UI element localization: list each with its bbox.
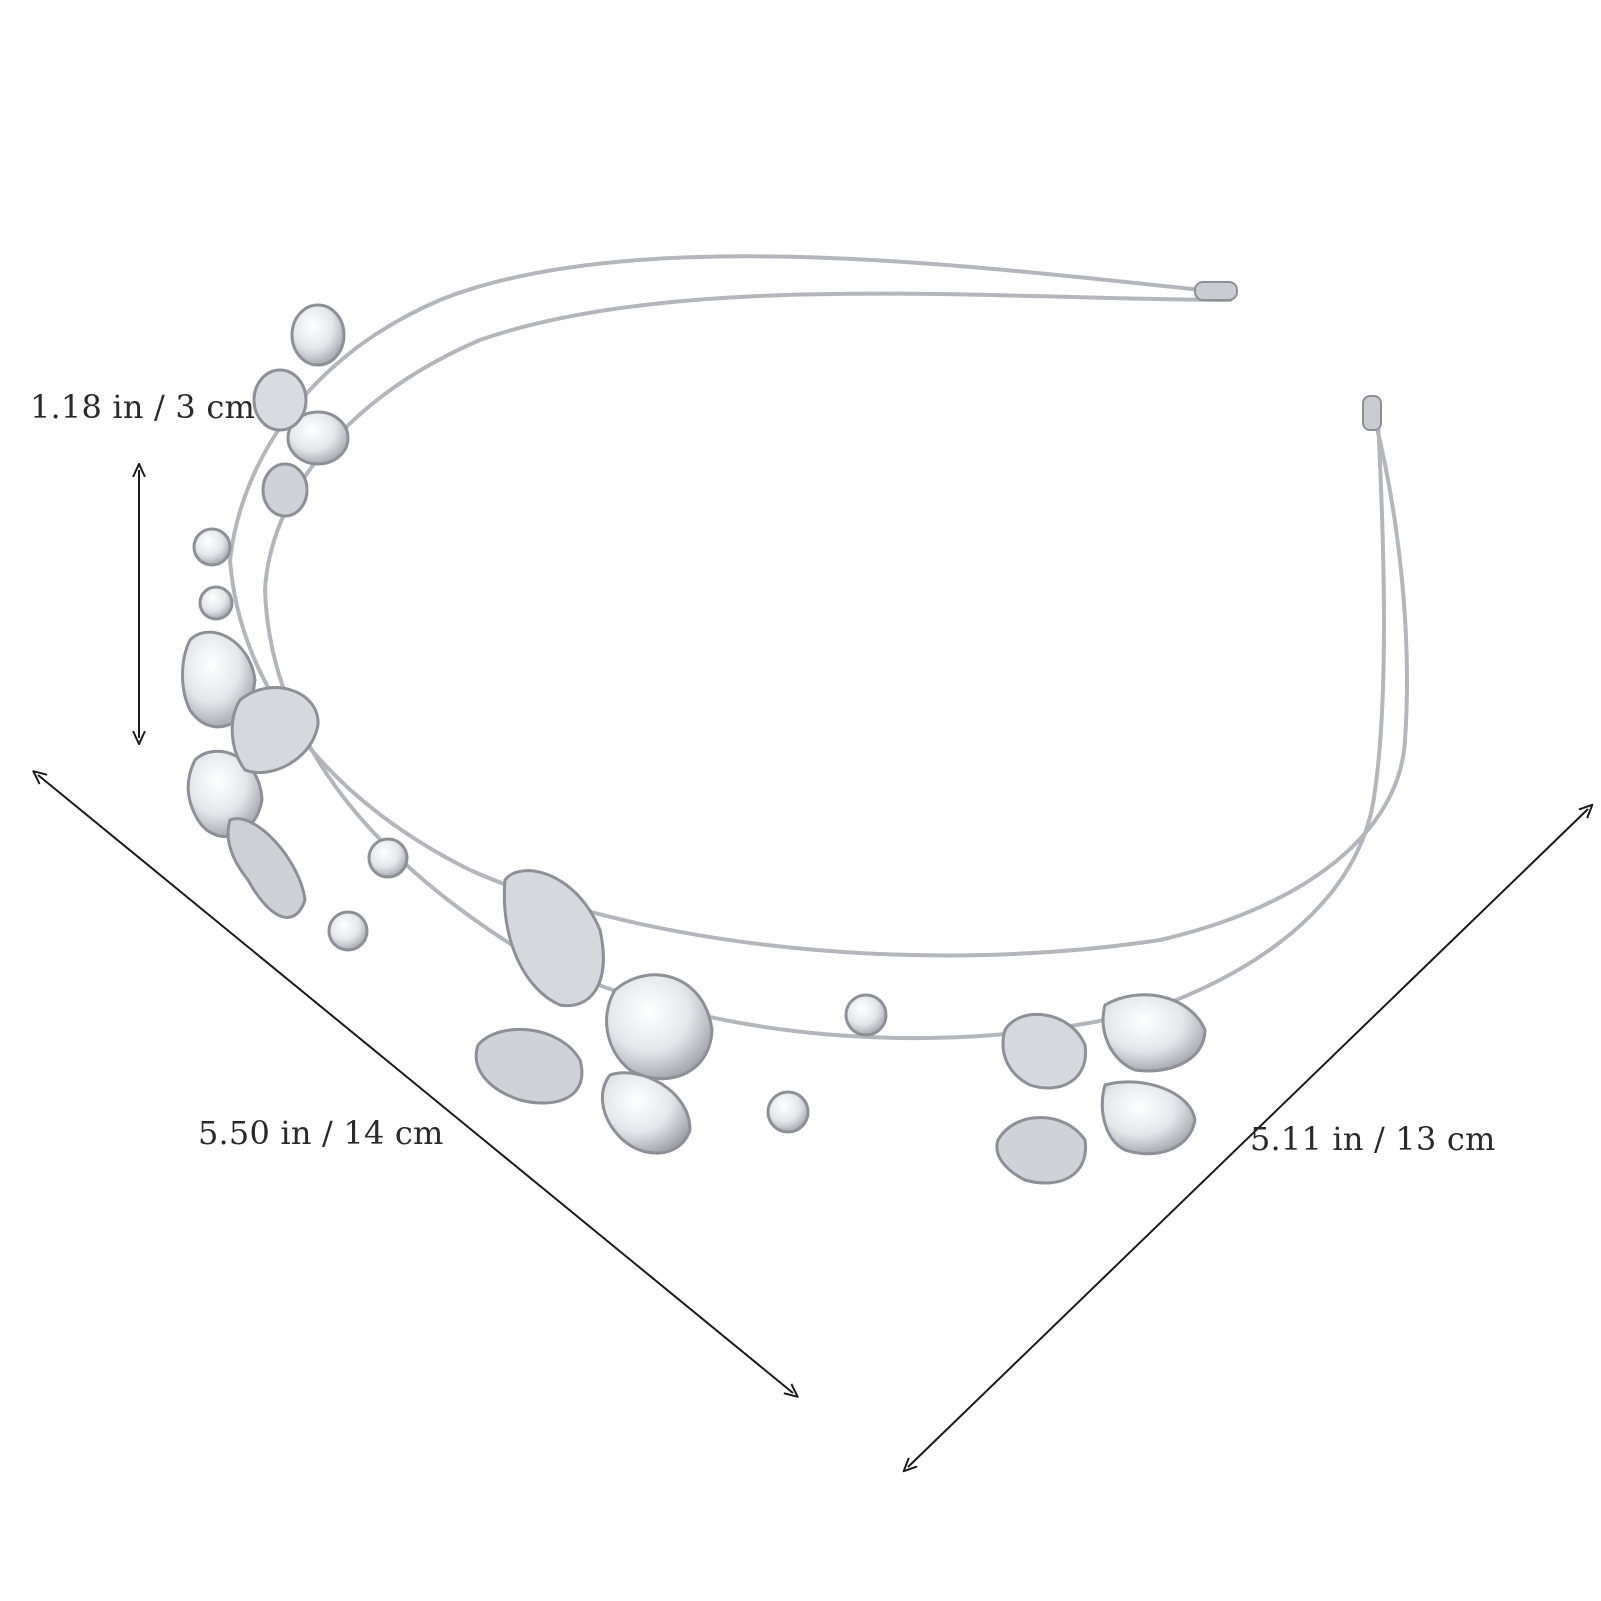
inner-wire [262, 291, 1386, 1040]
length-arrow [38, 775, 793, 1393]
rhinestone [844, 993, 888, 1037]
width-dimension-label: 5.11 in / 13 cm [1250, 1120, 1496, 1158]
rhinestone [367, 837, 409, 879]
wire-end-cap-right [1362, 395, 1382, 431]
dimension-arrows [38, 470, 1588, 1467]
rhinestone [192, 527, 232, 567]
butterfly-ornament-left [181, 630, 320, 919]
length-dimension-label: 5.50 in / 14 cm [198, 1114, 444, 1152]
wire-end-cap-top [1194, 281, 1238, 301]
width-arrow [908, 809, 1588, 1467]
rhinestone [198, 585, 234, 621]
butterfly-ornament-top [252, 303, 350, 518]
height-dimension-label: 1.18 in / 3 cm [30, 388, 255, 426]
butterfly-ornament-right [995, 993, 1207, 1185]
headband-wires [227, 254, 1409, 1040]
rhinestone [766, 1090, 810, 1134]
rhinestone [327, 910, 369, 952]
